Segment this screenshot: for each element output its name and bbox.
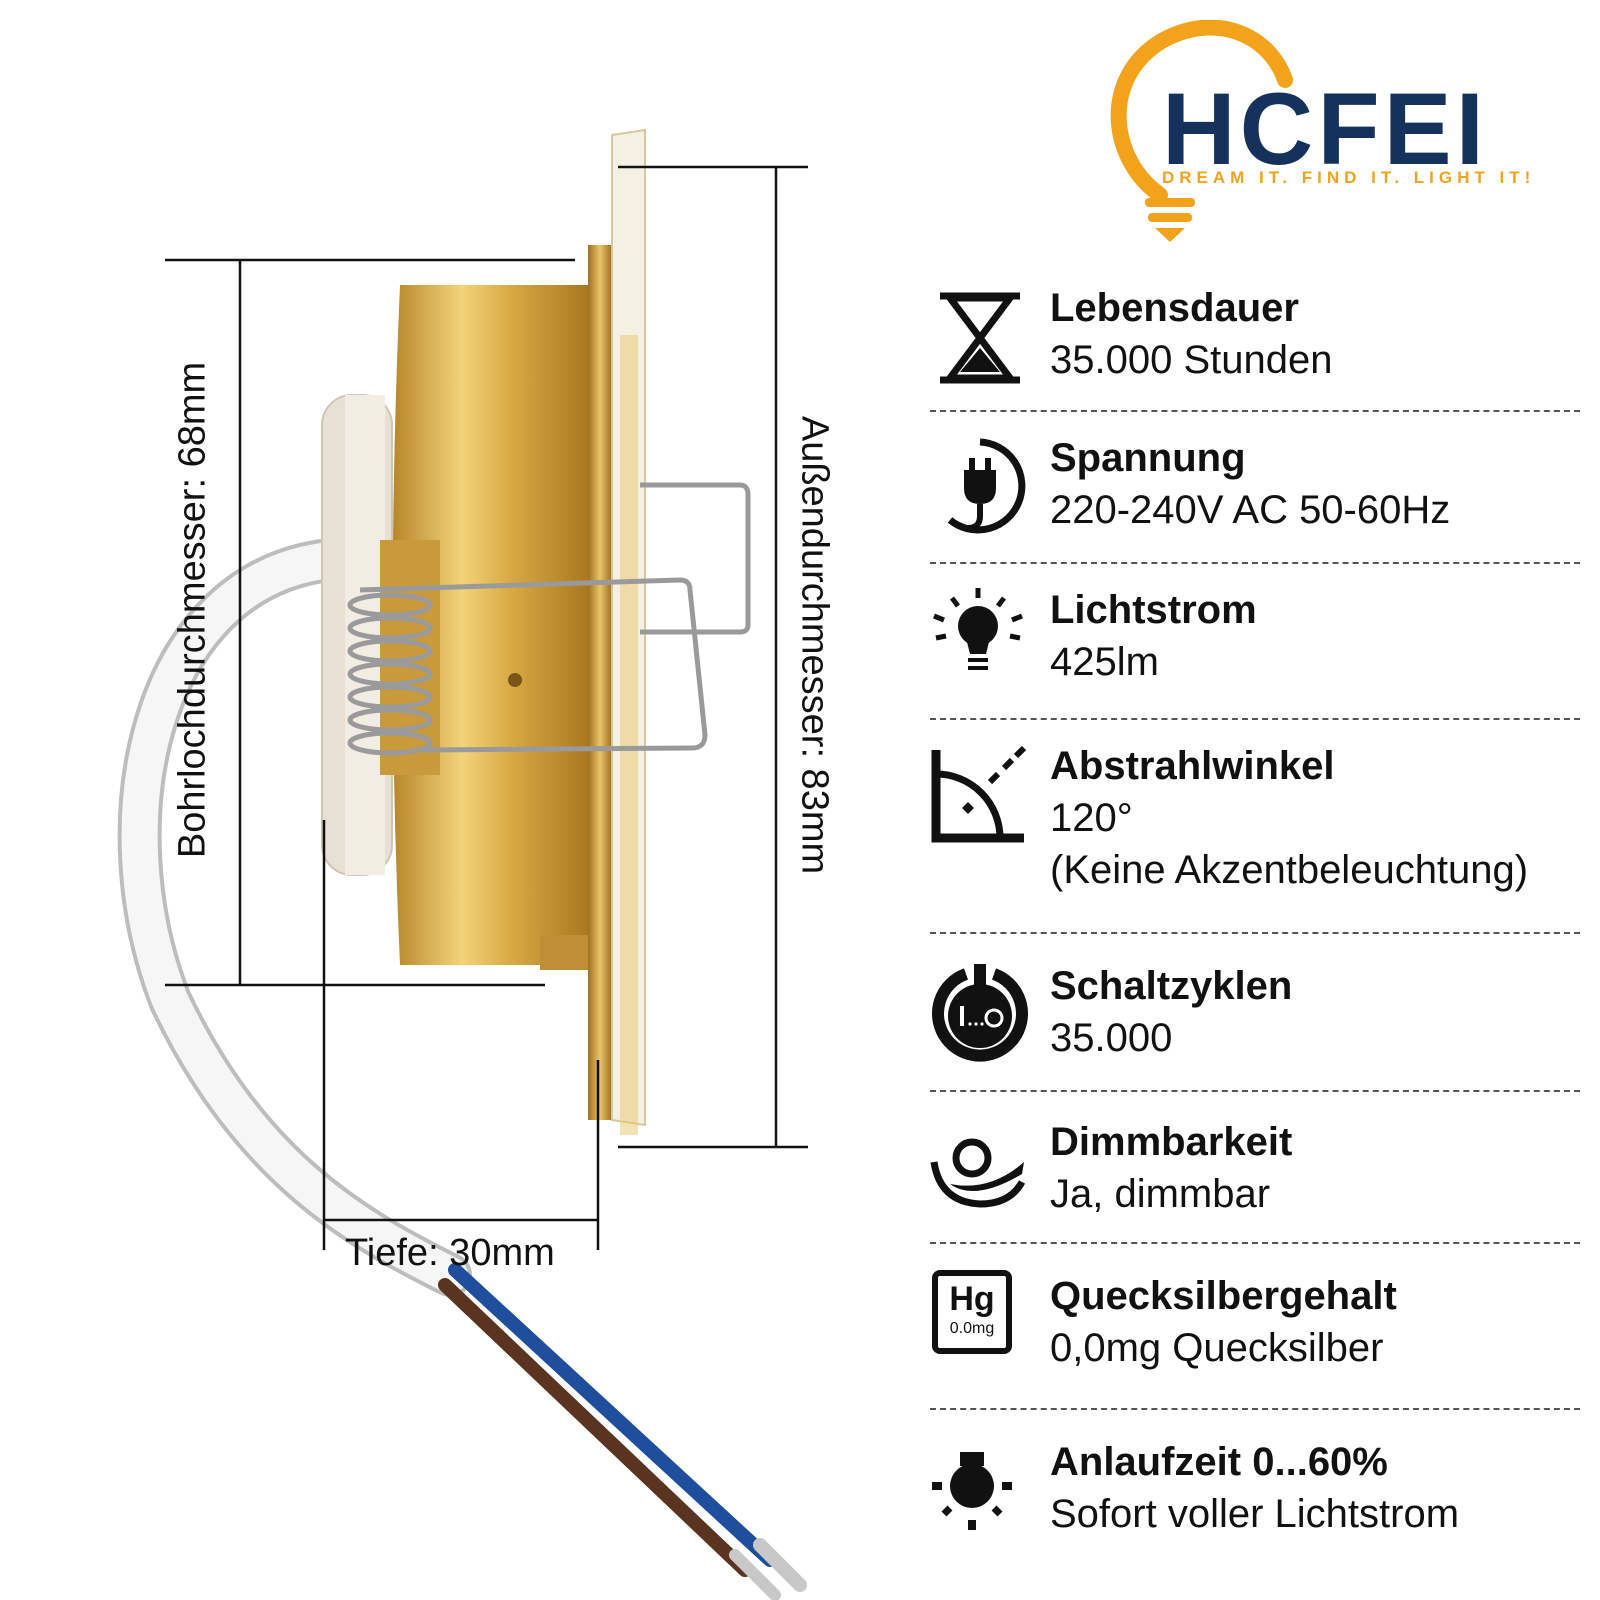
spec-value: Sofort voller Lichtstrom: [1050, 1492, 1460, 1536]
spec-quecksilbergehalt: Hg 0.0mg Quecksilbergehalt 0,0mg Quecksi…: [930, 1244, 1580, 1410]
spec-title: Dimmbarkeit: [1050, 1120, 1293, 1164]
depth-label: Tiefe: 30mm: [345, 1232, 555, 1274]
spec-value: 220-240V AC 50-60Hz: [1050, 488, 1451, 532]
spec-title: Lebensdauer: [1050, 286, 1299, 330]
warmup-icon: [932, 1452, 1012, 1530]
spec-title: Anlaufzeit 0...60%: [1050, 1440, 1388, 1484]
spec-title: Schaltzyklen: [1050, 964, 1293, 1008]
mercury-icon-amount: 0.0mg: [949, 1320, 995, 1337]
spring-clip: [347, 482, 751, 756]
hourglass-icon: [940, 292, 1020, 384]
bore-diameter-label: Bohrlochdurchmesser: 68mm: [171, 361, 214, 859]
spec-value: 120°: [1050, 796, 1133, 840]
brand-name: HCFEI: [1162, 72, 1488, 186]
spec-value: 0,0mg Quecksilber: [1050, 1326, 1384, 1370]
spec-anlaufzeit: Anlaufzeit 0...60% Sofort voller Lichtst…: [930, 1410, 1580, 1550]
brand-logo: [1110, 20, 1293, 242]
spec-title: Lichtstrom: [1050, 588, 1257, 632]
angle-icon: [931, 746, 1027, 843]
spec-lebensdauer: Lebensdauer 35.000 Stunden: [930, 270, 1580, 412]
dimmer-icon: [930, 1138, 1026, 1208]
downlight-housing: [380, 285, 590, 970]
logo-bulb-outline: [1110, 20, 1293, 203]
mercury-icon: Hg 0.0mg: [932, 1270, 1012, 1354]
spec-schaltzyklen: Schaltzyklen 35.000: [930, 934, 1580, 1092]
power-icon: [932, 964, 1028, 1062]
spec-value-note: (Keine Akzentbeleuchtung): [1050, 848, 1529, 892]
dimension-lines: [165, 165, 808, 1250]
spec-value: Ja, dimmbar: [1050, 1172, 1271, 1216]
spec-value: 425lm: [1050, 640, 1159, 684]
product-illustration: [117, 128, 808, 1600]
cable: [117, 538, 807, 1600]
spec-title: Spannung: [1050, 436, 1246, 480]
spec-title: Quecksilbergehalt: [1050, 1274, 1397, 1318]
outer-diameter-label: Außendurchmesser: 83mm: [793, 415, 836, 875]
spec-spannung: Spannung 220-240V AC 50-60Hz: [930, 412, 1580, 564]
spec-list: Lebensdauer 35.000 Stunden Spannung 220-…: [930, 270, 1580, 1550]
spec-dimmbarkeit: Dimmbarkeit Ja, dimmbar: [930, 1092, 1580, 1244]
spec-value: 35.000 Stunden: [1050, 338, 1333, 382]
spec-abstrahlwinkel: Abstrahlwinkel 120° (Keine Akzentbeleuch…: [930, 720, 1580, 934]
spec-value: 35.000: [1050, 1016, 1173, 1060]
spec-lichtstrom: Lichtstrom 425lm: [930, 564, 1580, 720]
lightbulb-icon: [933, 588, 1023, 670]
front-plate: [588, 128, 646, 1135]
plug-icon: [947, 438, 1026, 534]
brand-tagline: DREAM IT. FIND IT. LIGHT IT!: [1162, 168, 1536, 187]
mercury-icon-symbol: Hg: [949, 1280, 995, 1318]
spec-title: Abstrahlwinkel: [1050, 744, 1335, 788]
